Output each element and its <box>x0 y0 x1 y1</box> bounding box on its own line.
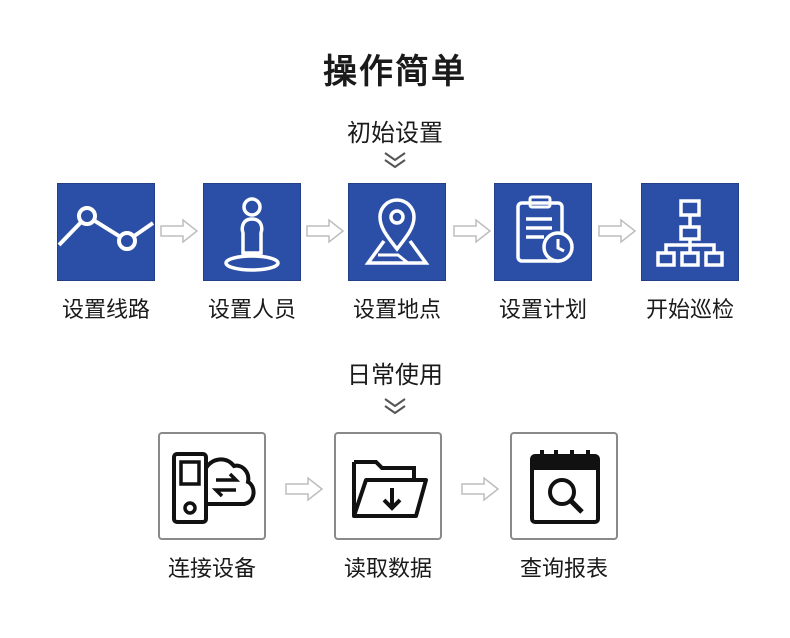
chevron-down-icon <box>384 398 406 415</box>
map-location-pin-icon <box>364 198 430 265</box>
folder-download-icon <box>352 460 428 518</box>
arrow-right-icon <box>306 218 345 244</box>
step-set-route <box>57 183 155 281</box>
step-connect-device <box>158 432 266 540</box>
section-daily-use-label: 日常使用 <box>347 361 443 389</box>
arrow-right-icon <box>598 218 637 244</box>
arrow-right-icon <box>461 476 500 502</box>
clipboard-timer-icon <box>516 195 574 263</box>
step-set-location-label: 设置地点 <box>352 298 441 323</box>
device-cloud-sync-icon <box>172 452 256 524</box>
step-connect-device-label: 连接设备 <box>167 557 256 582</box>
step-set-plan-label: 设置计划 <box>498 298 587 323</box>
step-query-report <box>510 432 618 540</box>
step-set-personnel <box>203 183 301 281</box>
chevron-down-icon <box>384 152 406 169</box>
main-title: 操作简单 <box>323 52 467 92</box>
route-line-icon <box>57 206 155 251</box>
person-pin-icon <box>224 197 280 272</box>
step-set-personnel-label: 设置人员 <box>207 298 296 323</box>
step-read-data <box>334 432 442 540</box>
calendar-search-icon <box>530 450 600 524</box>
step-start-inspection <box>641 183 739 281</box>
step-set-route-label: 设置线路 <box>61 298 150 323</box>
step-start-inspection-label: 开始巡检 <box>645 298 734 323</box>
arrow-right-icon <box>453 218 492 244</box>
step-set-plan <box>494 183 592 281</box>
arrow-right-icon <box>160 218 199 244</box>
org-chart-icon <box>656 199 724 267</box>
section-initial-setup-label: 初始设置 <box>347 119 443 147</box>
arrow-right-icon <box>285 476 324 502</box>
step-set-location <box>348 183 446 281</box>
step-query-report-label: 查询报表 <box>519 557 608 582</box>
step-read-data-label: 读取数据 <box>343 557 432 582</box>
